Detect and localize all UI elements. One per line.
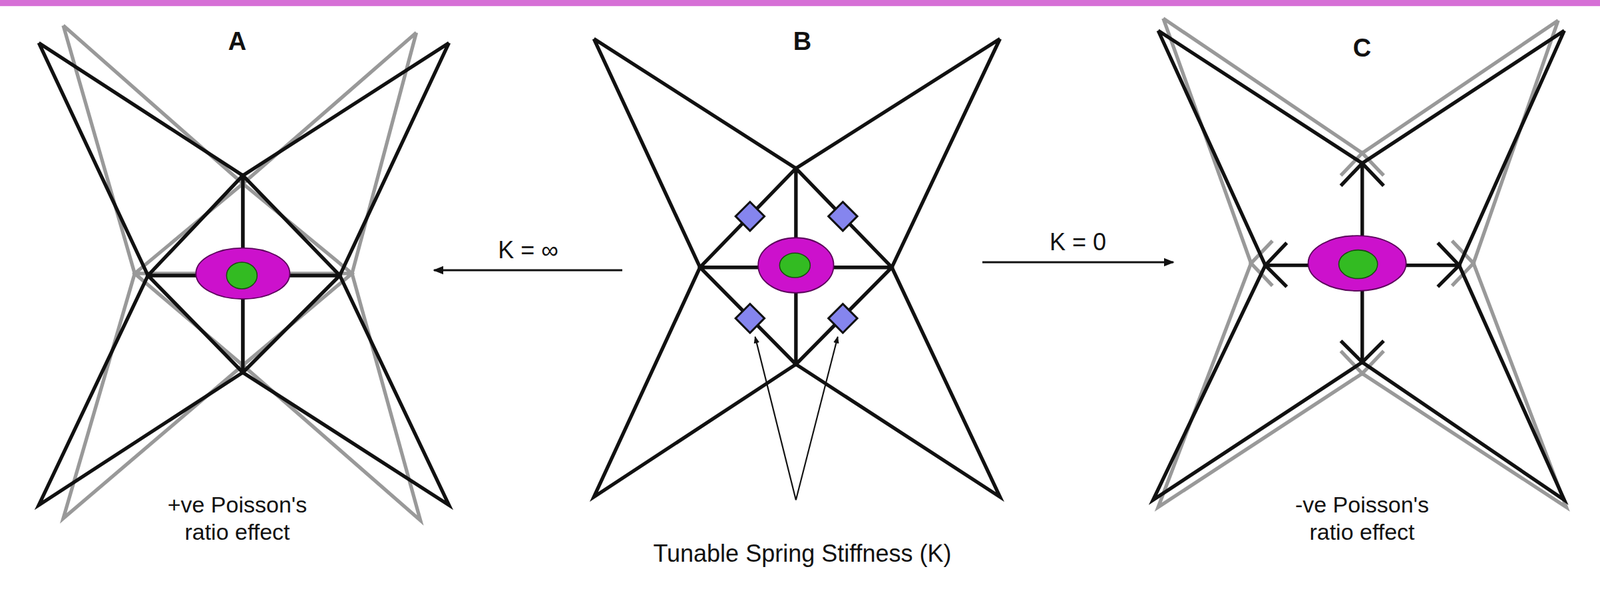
lattice-b <box>593 38 1000 497</box>
stiffness-label: K = ∞ <box>493 236 563 264</box>
lattice-panel: C -ve Poisson's ratio effect <box>1173 0 1551 599</box>
transition-arrow <box>982 261 1174 264</box>
leader-lines <box>755 336 838 500</box>
panel-caption: -ve Poisson's ratio effect <box>1272 491 1453 546</box>
panel-letter: C <box>1335 33 1390 64</box>
stiffness-label: K = 0 <box>1045 228 1111 256</box>
lattice-panel: A +ve Poisson's ratio effect <box>40 0 434 599</box>
lattice-panel: BTunable Spring Stiffness (K) <box>622 0 983 599</box>
deformed-lattice-a <box>63 25 421 521</box>
lattice-a <box>38 42 449 506</box>
panel-letter: A <box>210 26 265 58</box>
deformed-lattice-c <box>1158 18 1567 508</box>
cell-a <box>195 248 290 300</box>
panel-letter: B <box>776 26 830 58</box>
panel-caption: Tunable Spring Stiffness (K) <box>596 539 1009 568</box>
top-band <box>0 0 1600 6</box>
panel-caption: +ve Poisson's ratio effect <box>147 491 328 546</box>
transition-arrow <box>433 269 623 272</box>
lattice-c <box>1152 30 1565 500</box>
cell-c <box>1308 235 1407 291</box>
cell-b <box>758 237 834 293</box>
spring-elements <box>735 201 858 333</box>
